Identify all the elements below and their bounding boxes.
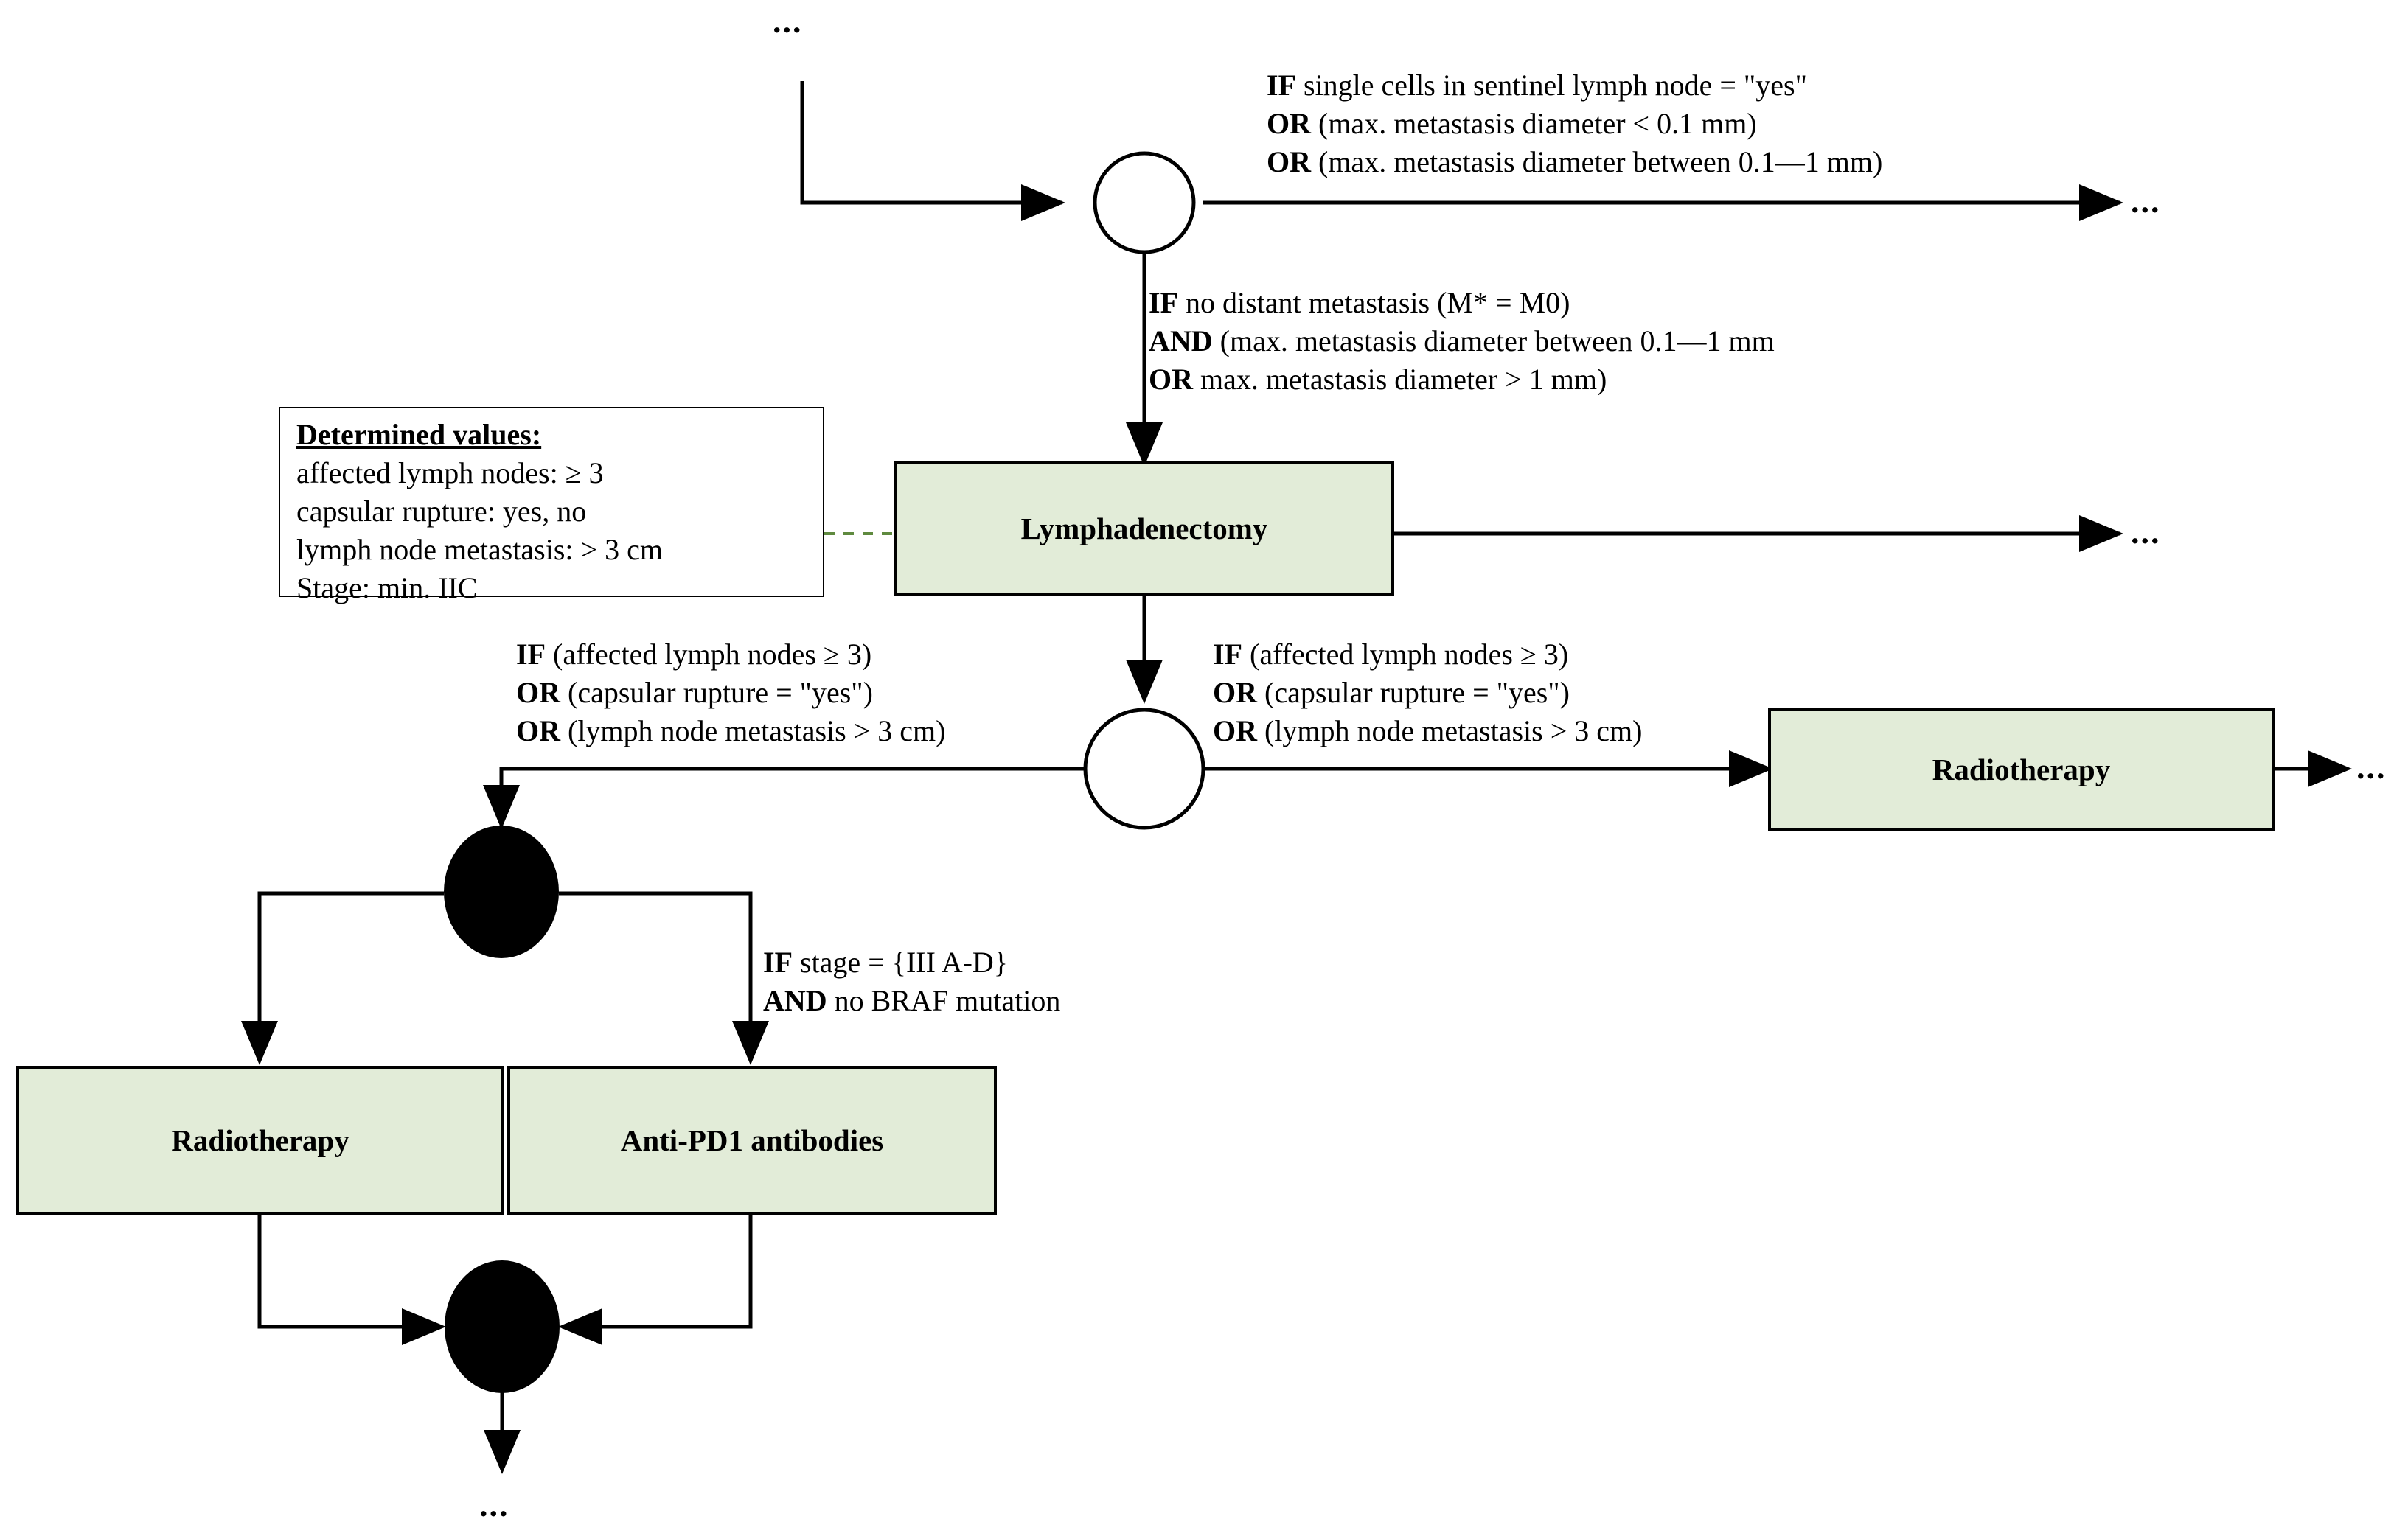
- edge-decision2-to-fork: [483, 767, 1085, 829]
- ellipsis-right-top: ...: [2131, 182, 2161, 220]
- determined-values-title: Determined values:: [296, 418, 542, 451]
- edge-label-metastasis-condition: IF no distant metastasis (M* = M0)AND (m…: [1149, 286, 1775, 396]
- node-fork-circle: [444, 826, 559, 958]
- edge-label-stage-condition: IF stage = {III A-D}AND no BRAF mutation: [763, 946, 1061, 1017]
- edge-label-sentinel-condition: IF single cells in sentinel lymph node =…: [1267, 69, 1883, 178]
- node-label-radiotherapy-bottom[interactable]: Radiotherapy: [171, 1123, 349, 1157]
- node-label-radiotherapy-right[interactable]: Radiotherapy: [1932, 753, 2111, 786]
- node-antipd1-box: [507, 1066, 997, 1215]
- node-decision1-circle: [1093, 151, 1196, 254]
- node-radiotherapy-right-box: [1768, 708, 2275, 831]
- edge-entry-to-decision1: [800, 81, 1065, 221]
- edge-label-lymph-condition-right: IF (affected lymph nodes ≥ 3)OR (capsula…: [1213, 638, 1643, 747]
- ellipsis-bottom: ...: [479, 1486, 509, 1524]
- ellipsis-right-lymphadenectomy: ...: [2131, 513, 2161, 551]
- node-radiotherapy-bottom-box: [16, 1066, 504, 1215]
- edge-fork-to-radiotherapy-bottom: [241, 891, 444, 1065]
- node-label-anti-pd1[interactable]: Anti-PD1 antibodies: [620, 1123, 884, 1157]
- ellipsis-right-radiotherapy: ...: [2356, 748, 2387, 786]
- determined-values-line-2: lymph node metastasis: > 3 cm: [296, 533, 663, 566]
- node-lymphadenectomy-box: [894, 461, 1394, 596]
- edge-radiotherapy-bottom-to-join: [257, 1213, 446, 1345]
- edge-antipd1-to-join: [558, 1213, 753, 1345]
- edge-label-lymph-condition-left: IF (affected lymph nodes ≥ 3)OR (capsula…: [516, 638, 946, 747]
- determined-values-line-1: capsular rupture: yes, no: [296, 495, 587, 528]
- node-decision2-circle: [1083, 708, 1205, 830]
- node-join-circle: [445, 1260, 560, 1393]
- determined-values-line-3: Stage: min. IIC: [296, 571, 478, 604]
- node-label-lymphadenectomy[interactable]: Lymphadenectomy: [1020, 512, 1268, 545]
- determined-values-note: Determined values: affected lymph nodes:…: [279, 407, 824, 604]
- ellipsis-top-left: ...: [773, 2, 803, 40]
- determined-values-line-0: affected lymph nodes: ≥ 3: [296, 456, 604, 489]
- edge-fork-to-antipd1: [559, 891, 769, 1065]
